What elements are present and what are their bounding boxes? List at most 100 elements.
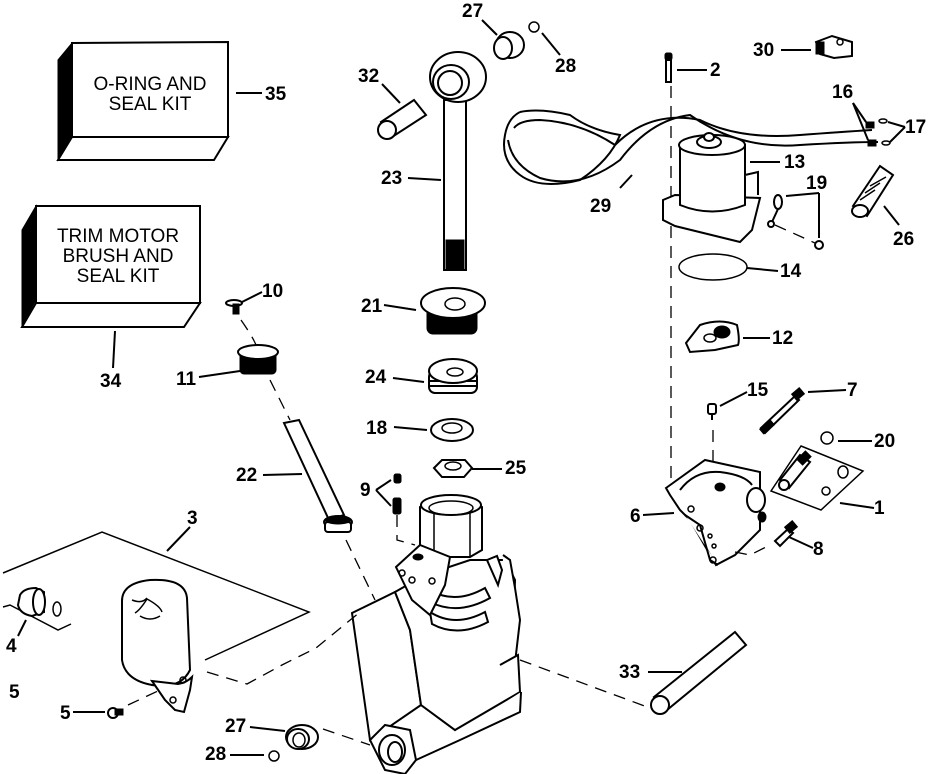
valve-fitting[interactable] xyxy=(778,450,812,491)
callout-33: 33 xyxy=(619,662,682,683)
svg-text:33: 33 xyxy=(619,662,640,683)
svg-text:30: 30 xyxy=(753,40,774,61)
svg-text:12: 12 xyxy=(772,328,793,349)
part-6-pump-body[interactable] xyxy=(664,458,767,567)
part-7-bolt[interactable] xyxy=(759,387,806,435)
svg-text:8: 8 xyxy=(813,539,824,560)
svg-text:13: 13 xyxy=(784,152,805,173)
callout-13: 13 xyxy=(750,152,805,173)
assembly-line xyxy=(774,224,816,244)
part-33-pivot-tube[interactable] xyxy=(650,630,748,715)
callout-17: 17 xyxy=(887,117,926,143)
callout-21: 21 xyxy=(361,296,417,317)
assembly-line xyxy=(396,515,416,546)
svg-text:28: 28 xyxy=(205,744,226,765)
svg-text:24: 24 xyxy=(365,367,387,388)
part-13-trim-motor[interactable] xyxy=(662,132,762,244)
callout-22: 22 xyxy=(236,465,303,486)
part-30-connector[interactable] xyxy=(814,34,853,60)
part-12-pump-cover[interactable] xyxy=(684,320,740,354)
svg-text:28: 28 xyxy=(555,56,576,77)
callout-3: 3 xyxy=(166,508,198,552)
svg-text:10: 10 xyxy=(262,281,283,302)
cylinder-housing[interactable] xyxy=(350,494,522,774)
svg-text:34: 34 xyxy=(100,371,122,392)
part-3-reservoir-sheet[interactable] xyxy=(2,531,361,685)
callout-9: 9 xyxy=(360,479,392,507)
kit-label-line-2: SEAL KIT xyxy=(109,94,192,115)
callout-23: 23 xyxy=(381,168,442,189)
part-10-screw[interactable] xyxy=(225,299,243,315)
part-17-terminal-ends[interactable] xyxy=(878,118,891,146)
part-1-gasket-plate[interactable] xyxy=(769,445,865,511)
callout-28-bottom: 28 xyxy=(205,744,264,765)
part-16-terminals[interactable] xyxy=(865,121,877,147)
part-24-piston[interactable] xyxy=(428,358,478,394)
part-8-valve-screw[interactable] xyxy=(773,520,799,548)
assembly-line xyxy=(269,379,291,421)
svg-text:9: 9 xyxy=(360,480,371,501)
svg-text:26: 26 xyxy=(893,229,914,250)
svg-text:7: 7 xyxy=(847,380,858,401)
assembly-line xyxy=(127,689,161,706)
assembly-line xyxy=(345,539,376,601)
svg-text:18: 18 xyxy=(366,418,387,439)
assembly-line xyxy=(734,543,773,556)
callout-5-standalone: 5 xyxy=(9,682,20,703)
svg-text:11: 11 xyxy=(176,369,197,390)
svg-text:25: 25 xyxy=(505,458,527,479)
part-14-o-ring[interactable] xyxy=(678,253,748,281)
callout-32: 32 xyxy=(358,66,401,104)
part-9-set-screws[interactable] xyxy=(392,473,402,515)
part-26-sleeve[interactable] xyxy=(851,164,895,218)
part-23-piston-rod[interactable] xyxy=(429,51,487,271)
callout-28-top: 28 xyxy=(541,32,576,77)
part-21-cylinder-cap[interactable] xyxy=(420,287,486,335)
part-5-screw[interactable] xyxy=(107,707,124,719)
assembly-line xyxy=(519,659,651,709)
callout-27-top: 27 xyxy=(462,1,498,36)
part-4-fitting[interactable] xyxy=(2,586,72,631)
svg-text:29: 29 xyxy=(590,196,611,217)
svg-text:16: 16 xyxy=(832,82,853,103)
part-2-screw[interactable] xyxy=(664,52,673,83)
part-20-o-ring[interactable] xyxy=(820,431,834,445)
part-27-bushing-top[interactable] xyxy=(493,31,525,60)
callout-20: 20 xyxy=(838,431,895,452)
callout-6: 6 xyxy=(630,506,675,527)
callout-15: 15 xyxy=(719,380,769,407)
part-22-tube[interactable] xyxy=(282,418,353,533)
part-18-washer[interactable] xyxy=(430,418,474,442)
callout-24: 24 xyxy=(365,367,425,388)
assembly-line xyxy=(240,319,259,351)
callout-11: 11 xyxy=(176,369,241,390)
part-29-wire-harness[interactable] xyxy=(503,109,879,185)
kit-label-line-3: SEAL KIT xyxy=(77,266,160,287)
part-28-ring-bottom[interactable] xyxy=(268,750,280,762)
callout-18: 18 xyxy=(366,418,428,439)
part-27-bushing-bottom[interactable] xyxy=(285,724,319,750)
callout-7: 7 xyxy=(807,380,858,401)
kit-label-line-1: TRIM MOTOR xyxy=(57,226,179,247)
callout-26: 26 xyxy=(883,205,914,250)
trim-motor-kit-box[interactable]: TRIM MOTOR BRUSH AND SEAL KIT xyxy=(20,204,202,328)
reservoir-canister[interactable] xyxy=(121,578,194,714)
callout-34: 34 xyxy=(100,330,122,392)
callout-16: 16 xyxy=(832,82,869,141)
svg-text:19: 19 xyxy=(806,173,827,194)
callout-1: 1 xyxy=(839,498,885,519)
svg-text:35: 35 xyxy=(265,84,287,105)
kit-label-line-2: BRUSH AND xyxy=(63,246,174,267)
part-28-ring-top[interactable] xyxy=(528,21,540,33)
part-32-pin[interactable] xyxy=(377,98,428,140)
svg-text:22: 22 xyxy=(236,465,257,486)
svg-text:2: 2 xyxy=(710,60,721,81)
part-15-screw[interactable] xyxy=(707,403,717,420)
part-25-nut[interactable] xyxy=(432,459,474,478)
callout-19: 19 xyxy=(785,173,827,238)
part-11-plug[interactable] xyxy=(237,344,279,375)
svg-text:4: 4 xyxy=(6,636,17,657)
callout-4: 4 xyxy=(6,619,27,657)
part-19-clip-and-screw[interactable] xyxy=(767,194,824,250)
oring-seal-kit-box[interactable]: O-RING AND SEAL KIT xyxy=(56,40,230,162)
